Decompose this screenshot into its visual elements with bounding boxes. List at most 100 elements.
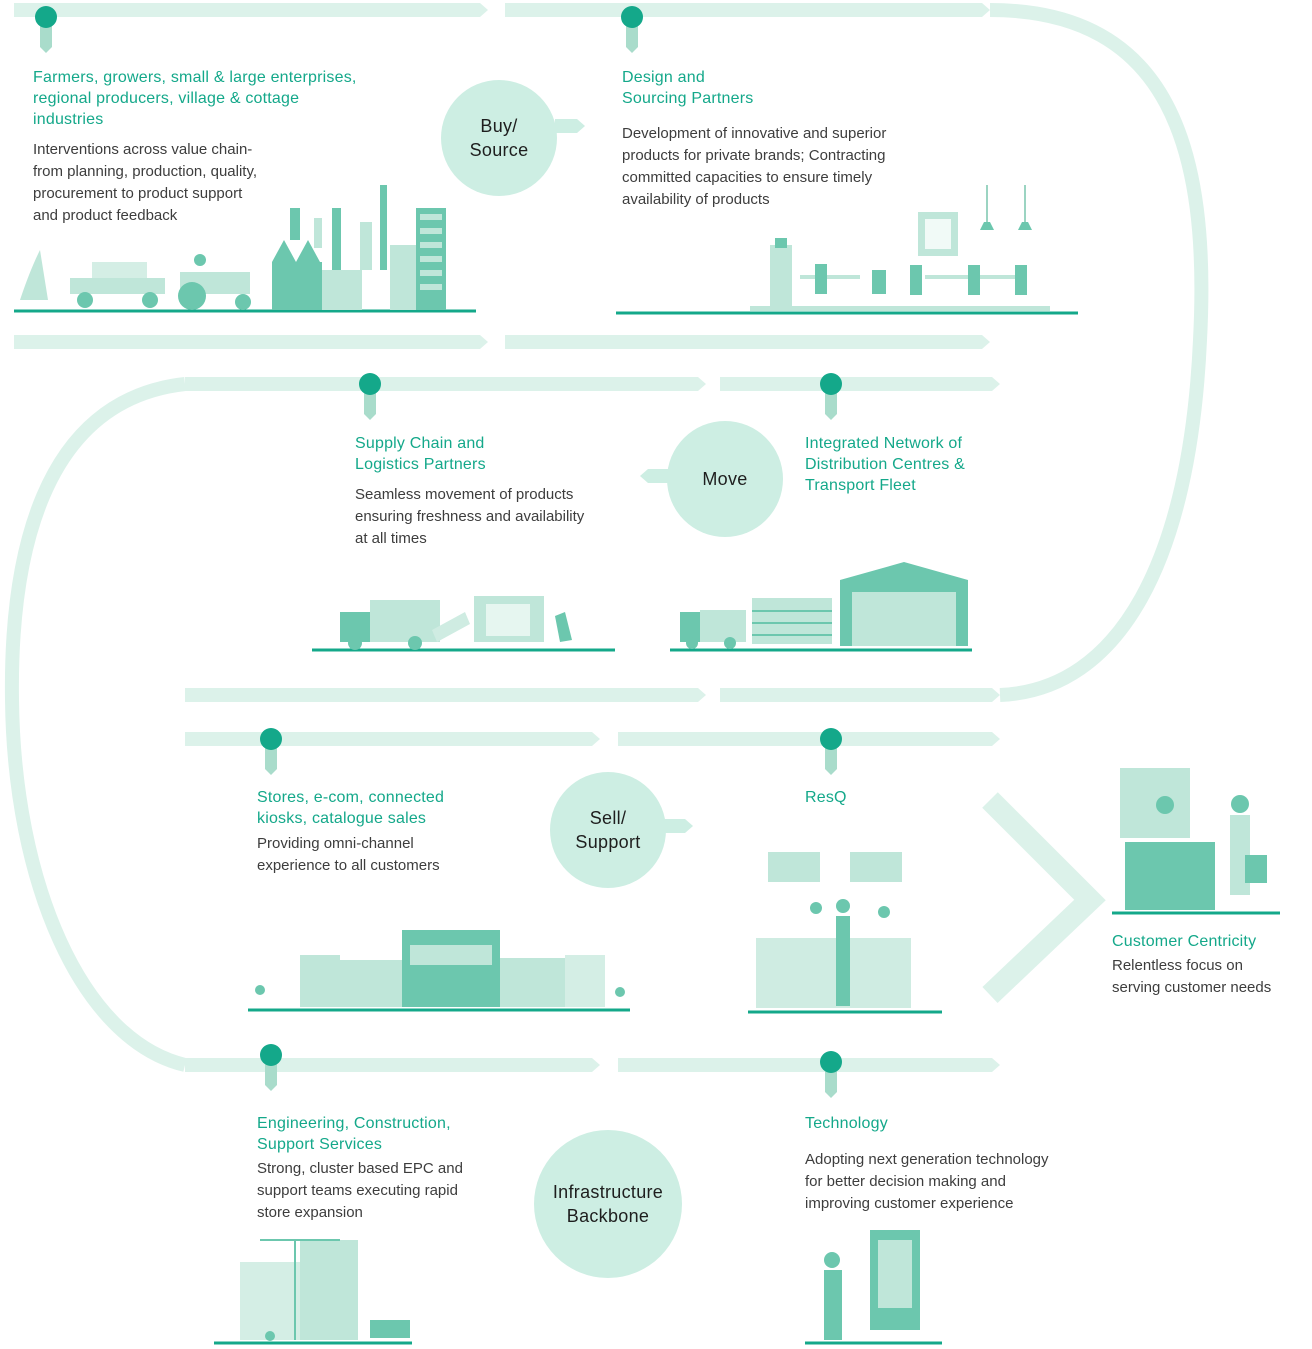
flow-band-row4-left — [185, 688, 706, 702]
stage-infrastructure-backbone: Infrastructure Backbone — [534, 1130, 682, 1278]
tower-window — [420, 214, 442, 220]
construction-building-2 — [300, 1240, 358, 1340]
flow-band-row6-left — [185, 1058, 600, 1072]
office-illustration — [616, 185, 1078, 315]
design-title: Design and Sourcing Partners — [622, 69, 754, 107]
stage-tab-0 — [555, 119, 585, 133]
factory-roof-1 — [272, 240, 320, 262]
flow-band-row3-right — [720, 377, 1000, 391]
tractor-front-wheel — [235, 294, 251, 310]
mobile-kiosk-illustration — [805, 1230, 942, 1345]
pin-stem-3 — [825, 392, 837, 420]
storage-rack — [752, 598, 832, 644]
lamp-shade-1 — [980, 222, 994, 230]
technology-title: Technology — [805, 1115, 888, 1132]
shop-shelf — [1120, 768, 1190, 838]
tower-window — [420, 270, 442, 276]
stores-description: Providing omni-channel experience to all… — [257, 835, 440, 874]
chair-3 — [968, 265, 980, 295]
shopping-bag — [1245, 855, 1267, 883]
truck-ramp — [432, 612, 470, 642]
store-main — [402, 930, 500, 1007]
truck-box — [370, 600, 440, 642]
flow-curve-left — [4, 377, 187, 1072]
pin-dot-4 — [260, 728, 282, 750]
factory-block-1 — [272, 262, 322, 310]
factory-block-2 — [322, 270, 362, 310]
lamp-shade-2 — [1018, 222, 1032, 230]
agent-1-head — [810, 902, 822, 914]
delivery-truck-illustration — [312, 596, 615, 652]
store-block-2 — [500, 958, 565, 1007]
resq-title: ResQ — [805, 789, 847, 806]
pin-stem-4 — [265, 747, 277, 775]
excavator — [370, 1320, 410, 1338]
engineering-description: Strong, cluster based EPC and support te… — [257, 1160, 463, 1221]
farmers-title: Farmers, growers, small & large enterpri… — [33, 69, 357, 128]
shop-counter — [1125, 842, 1215, 910]
flow-curve-right — [989, 3, 1209, 702]
pin-dot-2 — [359, 373, 381, 395]
flow-band-row1-left — [14, 3, 488, 17]
shopper-head — [1231, 795, 1249, 813]
water-cooler — [770, 245, 792, 310]
wheat-plant — [20, 250, 48, 300]
tower-window — [420, 242, 442, 248]
stage-sell-support: Sell/ Support — [550, 772, 666, 888]
shopkeeper-head — [1156, 796, 1174, 814]
tractor-rear-wheel — [178, 282, 206, 310]
customer-body — [836, 916, 850, 1006]
pin-stem-2 — [364, 392, 376, 420]
pin-dot-0 — [35, 6, 57, 28]
customer-centricity-description: Relentless focus on serving customer nee… — [1112, 957, 1272, 996]
cargo-inner — [486, 604, 530, 636]
pin-stem-1 — [626, 25, 638, 53]
stores-title: Stores, e-com, connected kiosks, catalog… — [257, 789, 445, 827]
monitor-1 — [768, 852, 820, 882]
tower-window — [420, 256, 442, 262]
chimney-4 — [360, 222, 372, 270]
customer-chevron — [982, 792, 1106, 1003]
rack-shelf — [752, 610, 832, 612]
water-bottle — [775, 238, 787, 248]
pin-dot-1 — [621, 6, 643, 28]
pin-dot-5 — [820, 728, 842, 750]
plant-pot — [872, 270, 886, 294]
stage-buy-source: Buy/ Source — [441, 80, 557, 196]
tower-window — [420, 284, 442, 290]
chimney-1 — [290, 208, 300, 240]
store-main-windows — [410, 945, 492, 965]
shop-counter-illustration — [1112, 768, 1280, 915]
chimney-5 — [380, 185, 387, 270]
trailer-wheel-front — [77, 292, 93, 308]
monitor-2 — [850, 852, 902, 882]
stage-tab-1 — [640, 469, 670, 483]
flow-band-row2-right — [505, 335, 990, 349]
engineering-title: Engineering, Construction, Support Servi… — [257, 1115, 451, 1153]
pin-dot-3 — [820, 373, 842, 395]
illustrations — [14, 185, 1280, 1345]
supply-chain-title: Supply Chain and Logistics Partners — [355, 435, 486, 473]
kiosk-screen — [878, 1240, 912, 1308]
roller-wheel — [265, 1331, 275, 1341]
warehouse-illustration — [670, 562, 972, 652]
flow-band-row2-left — [14, 335, 488, 349]
building-right — [565, 955, 605, 1007]
flow-path — [4, 3, 1209, 1072]
office-picture-inner — [925, 219, 951, 249]
fleet-truck-bed — [700, 610, 746, 642]
trailer-cargo — [92, 262, 147, 278]
warehouse-door-opening — [852, 592, 956, 646]
pin-stem-0 — [40, 25, 52, 53]
design-description: Development of innovative and superior p… — [622, 125, 887, 208]
tech-user-head — [824, 1252, 840, 1268]
flow-band-row1-right — [505, 3, 990, 17]
construction-building-1 — [240, 1262, 300, 1340]
service-counter — [756, 938, 911, 1008]
fleet-wheel-front — [686, 637, 698, 649]
chimney-3 — [332, 208, 341, 270]
flow-band-row5-right — [618, 732, 1000, 746]
chair-4 — [1015, 265, 1027, 295]
desk-1 — [800, 275, 860, 279]
